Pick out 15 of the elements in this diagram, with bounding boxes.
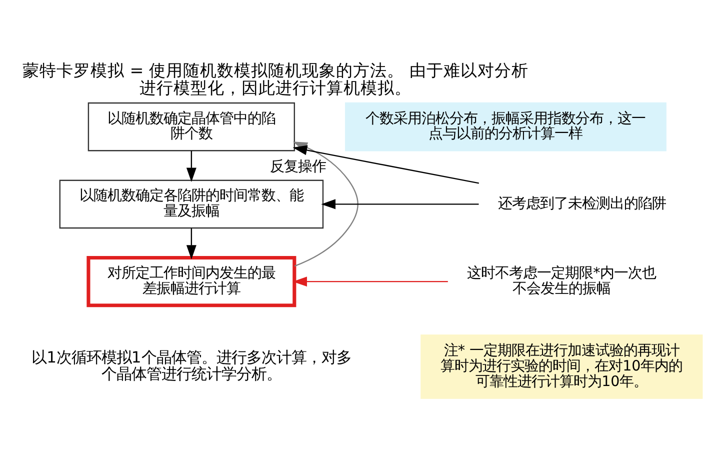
arrow — [186, 228, 196, 259]
arrow — [292, 276, 448, 286]
arrow — [186, 150, 196, 182]
arrow — [321, 198, 479, 209]
node-box: 个数采用泊松分布，振幅采用指数分布，这一点与以前的分析计算一样 — [345, 102, 666, 151]
caption: 以1次循环模拟1个晶体管。进行多次计算，对多个晶体管进行统计学分析。 — [32, 348, 352, 383]
node-text: 这时不考虑一定期限*内一次也不会发生的振幅 — [467, 265, 656, 296]
node-box: 以随机数确定晶体管中的陷阱个数 — [88, 102, 295, 151]
diagram-title: 蒙特卡罗模拟 = 使用随机数模拟随机现象的方法。 由于难以对分析进行模型化，因此进行计算机模拟。 — [22, 60, 528, 98]
node-box: 对所定工作时间内发生的最差振幅进行计算 — [86, 255, 296, 307]
node-box: 注* 一定期限在进行加速试验的再现计算时为进行实验的时间，在对10年内的可靠性进行计算时为10年。 — [420, 334, 703, 398]
node-text: 还考虑到了未检测出的陷阱 — [498, 195, 666, 212]
node-box: 以随机数确定各陷阱的时间常数、能量及振幅 — [59, 179, 324, 228]
arrow — [292, 144, 480, 184]
edge-label: 反复操作 — [270, 158, 326, 174]
